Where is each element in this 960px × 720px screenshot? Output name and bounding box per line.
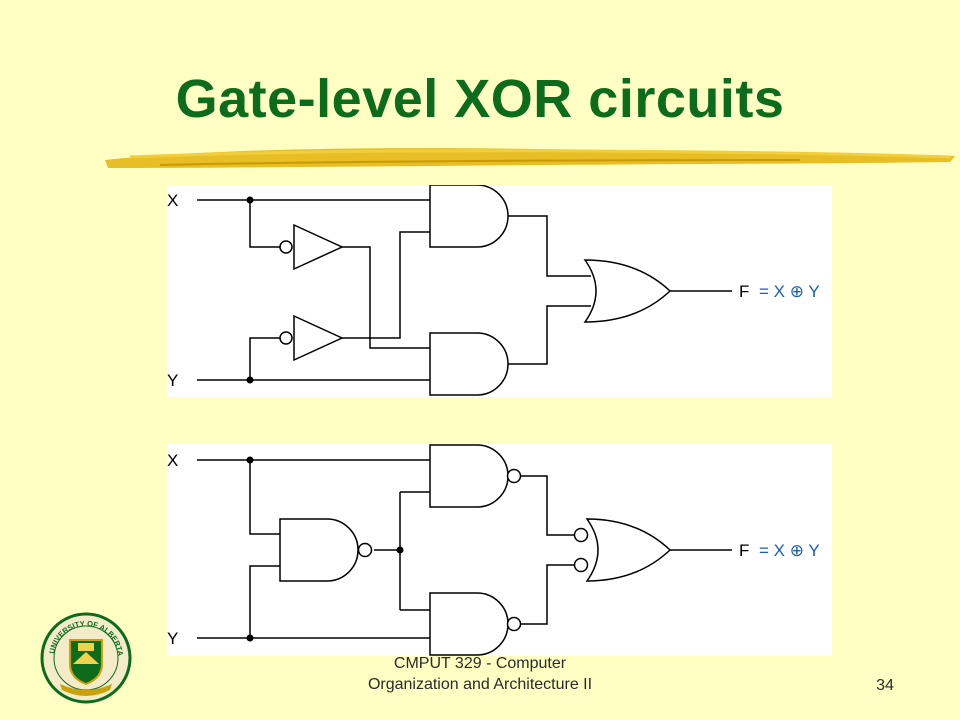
output-equation: = X ⊕ Y [759,282,820,301]
output-f-label: F [739,282,749,301]
nand-gate-1 [279,518,373,582]
wire-y-to-inverter [249,337,280,380]
input-y-label: Y [167,629,178,648]
page-number: 34 [876,677,894,694]
wire-xnot-to-and2 [342,246,430,349]
wire-ynot-to-and1 [342,231,430,339]
nand-gate-3 [429,592,522,656]
footer-course: CMPUT 329 - Computer Organization and Ar… [300,653,660,695]
and-gate-1 [429,185,509,248]
nand-gate-2 [429,444,522,508]
xor-circuit-nand-panel: X Y F = X ⊕ Y [167,444,832,656]
wire-and1-to-or [507,215,591,277]
wire-x-to-nand1 [249,460,280,535]
junction-dot [246,634,254,642]
and-gate-2 [429,332,509,396]
slide-title: Gate-level XOR circuits [175,69,785,129]
junction-dot [246,196,254,204]
inverter-gate-1 [279,223,344,271]
xor-circuit-and-or-diagram: X Y F = X ⊕ Y [167,185,820,396]
xor-circuit-and-or-panel: X Y F = X ⊕ Y [167,185,832,397]
wire-y-to-nand1 [249,565,280,638]
wire-nand-bottom-to-or [520,564,575,625]
footer-line-2: Organization and Architecture II [367,676,593,693]
wire-x-to-inverter [249,200,280,248]
inverter-gate-2 [279,314,344,362]
junction-dot [246,376,254,384]
or-gate [583,259,672,323]
wire-nand-top-to-or [520,475,575,536]
or-gate-inverted-inputs [573,518,672,582]
footer-line-1: CMPUT 329 - Computer [393,655,567,672]
input-x-label: X [167,191,178,210]
output-f-label: F [739,541,749,560]
input-y-label: Y [167,371,178,390]
xor-circuit-nand-diagram: X Y F = X ⊕ Y [167,444,820,656]
junction-dot [396,546,404,554]
output-equation: = X ⊕ Y [759,541,820,560]
wire-and2-to-or [507,305,591,365]
university-logo: UNIVERSITY OF ALBERTA [40,612,132,704]
input-x-label: X [167,451,178,470]
title-underline-brush [105,148,955,168]
junction-dot [246,456,254,464]
